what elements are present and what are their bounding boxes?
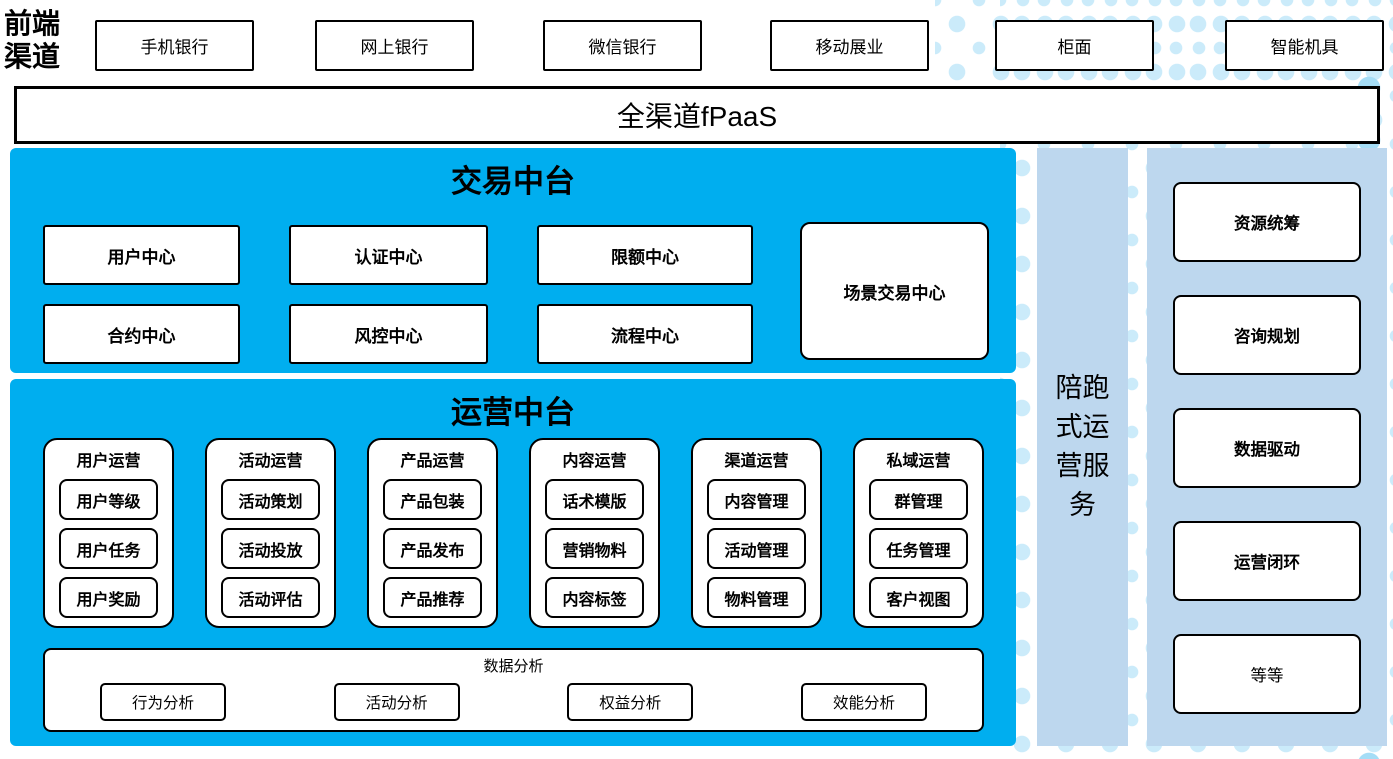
side-service-label: 陪跑式运营服务 <box>1055 372 1110 521</box>
operation-item-box: 内容标签 <box>545 577 644 618</box>
operation-item-box: 产品发布 <box>383 528 482 569</box>
operation-item-box: 活动管理 <box>707 528 806 569</box>
trade-center-box: 流程中心 <box>537 304 753 364</box>
operation-item-box: 营销物料 <box>545 528 644 569</box>
analysis-item-box: 活动分析 <box>333 683 460 721</box>
scene-trade-center-box: 场景交易中心 <box>800 222 989 360</box>
operation-item-box: 活动投放 <box>221 528 320 569</box>
scene-trade-center-label: 场景交易中心 <box>843 283 946 303</box>
fpaas-label: 全渠道fPaaS <box>616 101 778 132</box>
service-item-box: 等等 <box>1173 634 1361 714</box>
operation-item-box: 用户奖励 <box>59 577 158 618</box>
channel-box: 柜面 <box>995 20 1154 71</box>
operation-item-box: 活动策划 <box>221 479 320 520</box>
side-service-bar: 陪跑式运营服务 <box>1037 148 1128 746</box>
operation-platform-panel: 运营中台 用户运营用户等级用户任务用户奖励活动运营活动策划活动投放活动评估产品运… <box>10 379 1016 746</box>
trade-center-box: 认证中心 <box>289 225 488 285</box>
data-analysis-title: 数据分析 <box>483 658 544 675</box>
analysis-item-box: 行为分析 <box>100 683 226 721</box>
analysis-item-box: 效能分析 <box>800 683 927 721</box>
data-analysis-box: 数据分析 行为分析 活动分析 权益分析 效能分析 <box>43 648 984 732</box>
operation-column: 内容运营话术模版营销物料内容标签 <box>529 438 660 628</box>
operation-platform-title: 运营中台 <box>451 395 575 430</box>
trade-center-box: 风控中心 <box>289 304 488 364</box>
operation-item-box: 活动评估 <box>221 577 320 618</box>
consulting-service-panel: 资源统筹咨询规划数据驱动运营闭环等等 <box>1147 148 1387 746</box>
operation-column: 产品运营产品包装产品发布产品推荐 <box>367 438 498 628</box>
operation-column: 用户运营用户等级用户任务用户奖励 <box>43 438 174 628</box>
trade-centers-grid: 用户中心认证中心限额中心合约中心风控中心流程中心 <box>43 225 753 364</box>
operation-item-box: 客户视图 <box>869 577 968 618</box>
operation-item-box: 内容管理 <box>707 479 806 520</box>
operation-item-box: 用户等级 <box>59 479 158 520</box>
channel-box: 智能机具 <box>1225 20 1384 71</box>
trade-center-box: 用户中心 <box>43 225 240 285</box>
channel-box: 手机银行 <box>95 20 254 71</box>
channel-box: 网上银行 <box>315 20 474 71</box>
service-item-box: 运营闭环 <box>1173 521 1361 601</box>
channel-box: 微信银行 <box>543 20 702 71</box>
service-item-box: 数据驱动 <box>1173 408 1361 488</box>
operation-item-box: 任务管理 <box>869 528 968 569</box>
trade-platform-panel: 交易中台 用户中心认证中心限额中心合约中心风控中心流程中心 场景交易中心 <box>10 148 1016 373</box>
operation-item-box: 产品推荐 <box>383 577 482 618</box>
data-analysis-row: 行为分析 活动分析 权益分析 效能分析 <box>45 683 982 721</box>
service-item-box: 资源统筹 <box>1173 182 1361 262</box>
front-channels-label: 前端渠道 <box>4 9 61 74</box>
operation-column: 活动运营活动策划活动投放活动评估 <box>205 438 336 628</box>
operation-columns: 用户运营用户等级用户任务用户奖励活动运营活动策划活动投放活动评估产品运营产品包装… <box>43 438 984 628</box>
operation-column-header: 活动运营 <box>238 453 303 470</box>
analysis-item-box: 权益分析 <box>567 683 694 721</box>
service-item-box: 咨询规划 <box>1173 295 1361 375</box>
operation-column: 私域运营群管理任务管理客户视图 <box>853 438 984 628</box>
operation-item-box: 话术模版 <box>545 479 644 520</box>
operation-item-box: 群管理 <box>869 479 968 520</box>
operation-item-box: 产品包装 <box>383 479 482 520</box>
operation-item-box: 物料管理 <box>707 577 806 618</box>
operation-column: 渠道运营内容管理活动管理物料管理 <box>691 438 822 628</box>
operation-column-header: 内容运营 <box>562 453 627 470</box>
operation-column-header: 渠道运营 <box>724 453 789 470</box>
fpaas-bar: 全渠道fPaaS <box>14 86 1380 144</box>
channel-box: 移动展业 <box>770 20 929 71</box>
trade-center-box: 限额中心 <box>537 225 753 285</box>
operation-column-header: 产品运营 <box>400 453 465 470</box>
trade-platform-title: 交易中台 <box>451 164 575 199</box>
operation-column-header: 私域运营 <box>886 453 951 470</box>
operation-item-box: 用户任务 <box>59 528 158 569</box>
operation-column-header: 用户运营 <box>76 453 141 470</box>
trade-center-box: 合约中心 <box>43 304 240 364</box>
